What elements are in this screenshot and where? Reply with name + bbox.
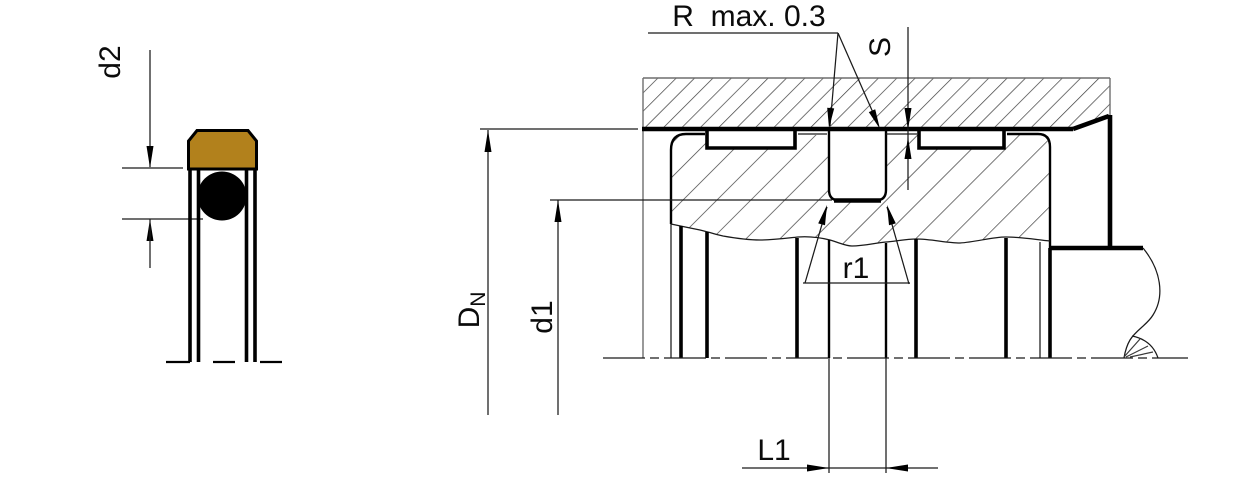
bore-entry-chamfer — [1072, 113, 1110, 132]
label-s: S — [864, 37, 897, 57]
label-r1: r1 — [843, 252, 870, 285]
housing-outline — [642, 77, 1113, 358]
rod-end — [1050, 245, 1161, 359]
r-note-arrow-right — [868, 109, 880, 129]
seal-groove — [827, 129, 888, 202]
dim-dn: DN — [453, 128, 638, 415]
label-d2: d2 — [94, 45, 127, 78]
r-note-arrow-left — [827, 107, 835, 128]
piston-break-line — [670, 223, 1051, 247]
d1-arrow-up — [554, 200, 562, 222]
dn-main: D — [453, 307, 486, 329]
dim-d2: d2 — [94, 45, 203, 268]
hatch-line — [1129, 351, 1154, 358]
dim-d1: d1 — [526, 199, 832, 415]
wear-ring-groove-left — [705, 129, 797, 150]
piston-left-wall — [669, 132, 705, 224]
dim-r1: r1 — [803, 205, 910, 285]
slide-ring-cap — [187, 129, 258, 171]
piston-edges-below-break — [670, 224, 1041, 358]
label-dn: DN — [453, 292, 490, 329]
housing-hatch — [643, 78, 1110, 129]
installation-figure: DN d1 L1 r1 — [453, 0, 1188, 473]
rod-break-line — [1123, 247, 1161, 359]
hatch-line — [1123, 338, 1141, 358]
note-r-max: R max. 0.3 — [648, 0, 880, 129]
rod-break-arc — [1131, 335, 1159, 359]
s-arrow-down — [904, 108, 912, 130]
hatch-line — [1125, 345, 1149, 358]
dn-arrow-up — [484, 130, 492, 152]
piston-right-wall — [1007, 132, 1052, 248]
l1-arrow-left — [886, 464, 908, 472]
dim-l1: L1 — [742, 358, 938, 473]
piston-hatch — [671, 135, 1050, 246]
seal-ring-walls — [188, 168, 257, 362]
wear-ring-groove-right — [917, 129, 1006, 150]
seal-profile-figure: d2 — [94, 45, 282, 364]
r-note-leader-right — [837, 32, 879, 125]
dn-sub: N — [467, 292, 490, 307]
piston-outline — [669, 129, 1052, 358]
l1-arrow-right — [807, 464, 829, 472]
dim-s: S — [864, 27, 912, 190]
r1-arrow-right — [887, 205, 896, 226]
label-l1: L1 — [757, 434, 790, 467]
o-ring — [197, 171, 247, 221]
rod-break-hatch — [1123, 338, 1154, 358]
s-arrow-up — [904, 137, 912, 159]
label-r-max: R max. 0.3 — [672, 0, 825, 33]
label-d1: d1 — [526, 300, 559, 333]
r1-arrow-left — [818, 205, 827, 226]
d2-arrow-down — [146, 146, 154, 168]
